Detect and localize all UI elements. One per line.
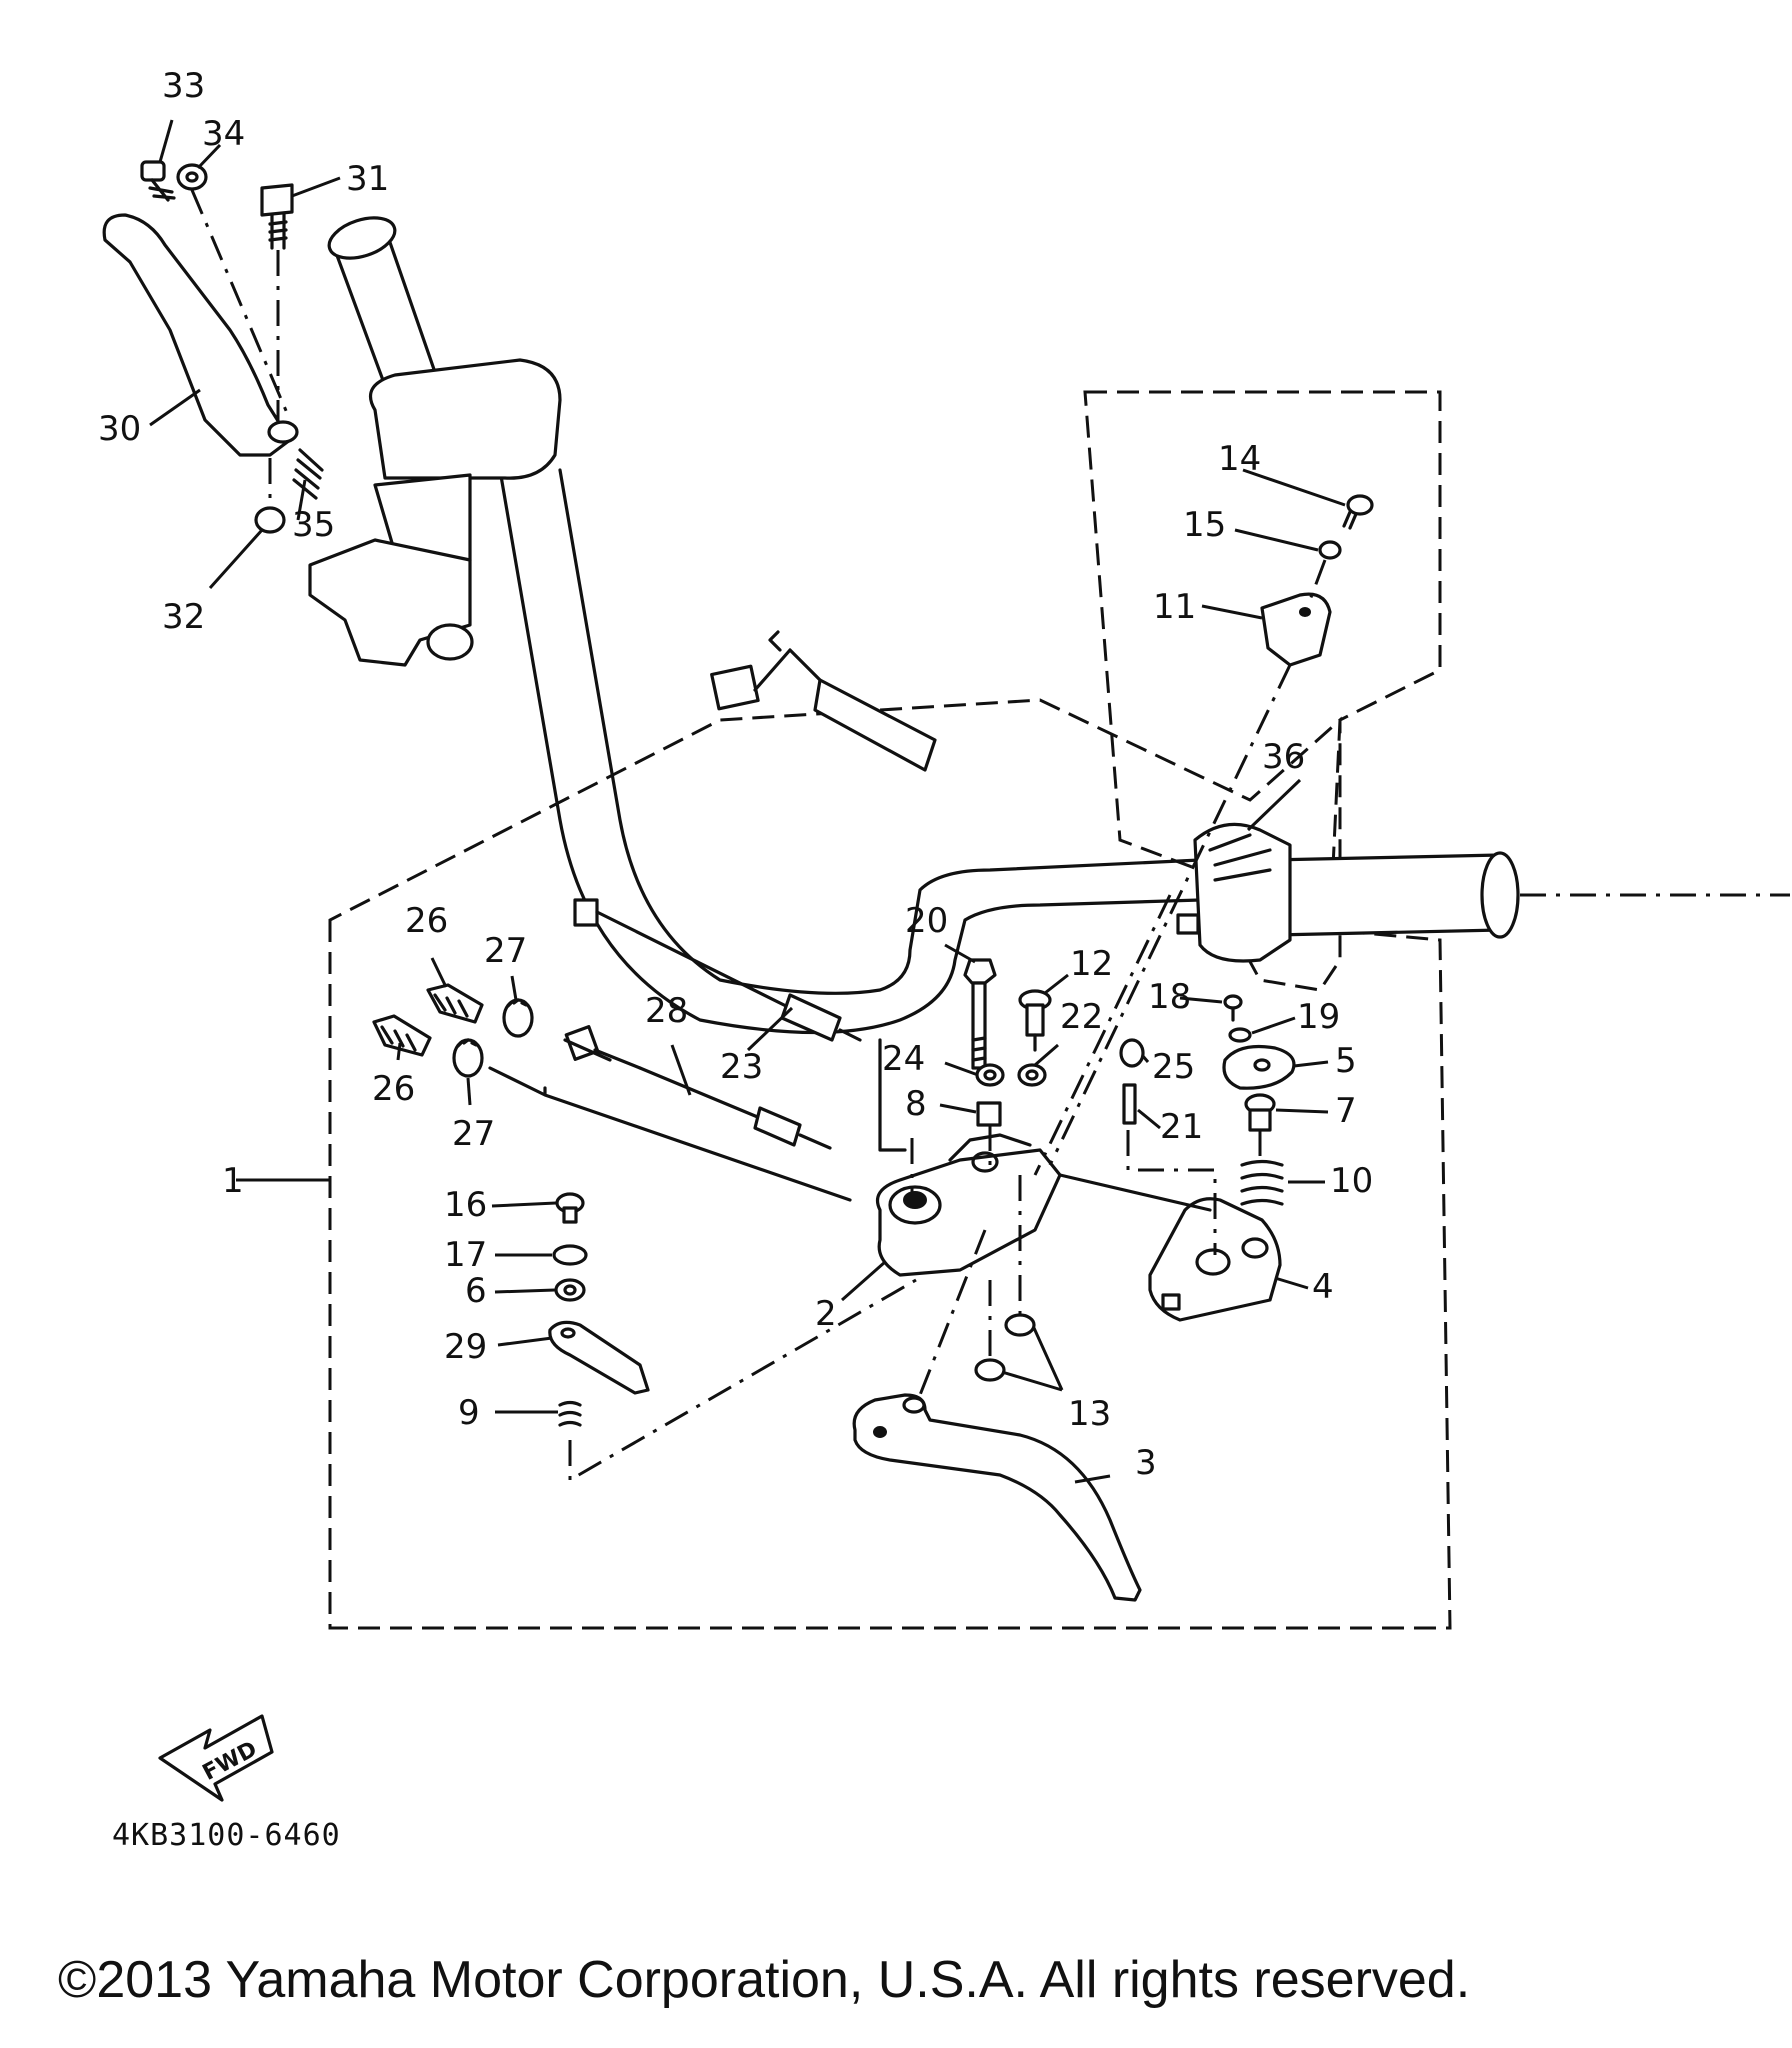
leader-21-4 <box>1126 1130 1217 1255</box>
callout-8: 8 <box>905 1084 927 1124</box>
right-grip <box>1268 851 1790 939</box>
brake-lever <box>852 1393 1142 1602</box>
cable-23 <box>573 898 862 1042</box>
leader-24-bracket <box>878 1038 907 1152</box>
spring-9 <box>558 1400 582 1427</box>
callout-18: 18 <box>1148 977 1191 1017</box>
washer-17 <box>552 1244 588 1266</box>
callout-23: 23 <box>720 1047 763 1087</box>
nut-13-lower <box>974 1358 1006 1382</box>
callout-17: 17 <box>444 1235 487 1275</box>
callout-10: 10 <box>1330 1161 1373 1201</box>
spring-35 <box>292 448 324 500</box>
switch-body-4 <box>1148 1197 1282 1322</box>
screw-16 <box>555 1192 585 1224</box>
adjuster-26-lower <box>372 1014 432 1057</box>
callout-13: 13 <box>1068 1394 1111 1434</box>
leader-9-bracket <box>568 1278 917 1483</box>
cap-25 <box>1119 1038 1145 1068</box>
screw-14 <box>1342 494 1374 530</box>
callout-19: 19 <box>1297 997 1340 1037</box>
callout-33: 33 <box>162 66 205 106</box>
callout-35: 35 <box>292 505 335 545</box>
washer-6 <box>554 1278 586 1302</box>
callout-36: 36 <box>1262 737 1305 777</box>
bolt-20 <box>963 958 997 1070</box>
left-lever <box>102 213 299 457</box>
adjuster-26-upper <box>426 983 484 1024</box>
assembly-box-1 <box>328 698 1452 1630</box>
callout-26-upper: 26 <box>405 901 448 941</box>
callout-3: 3 <box>1135 1443 1157 1483</box>
leader-11-bracket <box>1048 664 1292 1166</box>
callout-14: 14 <box>1218 439 1261 479</box>
diagram-part-code: 4KB3100-6460 <box>112 1818 341 1853</box>
leader-bracket-switch <box>1058 1173 1212 1212</box>
callout-29: 29 <box>444 1327 487 1367</box>
callout-20: 20 <box>905 901 948 941</box>
callout-22: 22 <box>1060 997 1103 1037</box>
callout-27-upper: 27 <box>484 931 527 971</box>
callout-2: 2 <box>815 1294 837 1334</box>
throttle-cable <box>710 630 937 772</box>
plunger-7 <box>1244 1093 1276 1160</box>
callout-6: 6 <box>465 1271 487 1311</box>
arm-29 <box>548 1320 650 1395</box>
assembly-box-switch <box>1083 390 1442 992</box>
washer-22 <box>1017 1063 1047 1087</box>
callout-30: 30 <box>98 409 141 449</box>
spring-10 <box>1240 1159 1284 1206</box>
callout-1: 1 <box>222 1161 244 1201</box>
callout-24: 24 <box>882 1039 925 1079</box>
copyright-notice: ©2013 Yamaha Motor Corporation, U.S.A. A… <box>58 1951 1471 2009</box>
nut-13-upper <box>1004 1313 1036 1337</box>
pin-21 <box>1122 1083 1137 1125</box>
leader-lever-bracket <box>918 1229 987 1396</box>
washer-19 <box>1228 1027 1252 1043</box>
lever-bracket <box>875 1133 1062 1277</box>
washer-15 <box>1318 540 1342 560</box>
ring-27-upper <box>502 998 534 1038</box>
callout-25: 25 <box>1152 1047 1195 1087</box>
screw-18 <box>1223 994 1243 1022</box>
callout-16: 16 <box>444 1185 487 1225</box>
callout-27-lower: 27 <box>452 1114 495 1154</box>
cable-leader-27 <box>488 1066 852 1202</box>
left-housing <box>308 358 562 667</box>
cable-28 <box>563 1025 832 1150</box>
callout-7: 7 <box>1335 1091 1357 1131</box>
handlebar-switch <box>1176 822 1292 963</box>
callout-9: 9 <box>458 1393 480 1433</box>
callout-12: 12 <box>1070 944 1113 984</box>
leader-15-11 <box>1308 559 1327 601</box>
ring-27-lower <box>452 1038 484 1078</box>
callout-21: 21 <box>1160 1107 1203 1147</box>
bolt-31 <box>260 183 294 250</box>
bracket-11 <box>1260 592 1332 667</box>
callout-28: 28 <box>645 991 688 1031</box>
nut-32 <box>254 458 286 534</box>
plate-5 <box>1222 1044 1296 1090</box>
leader-34 <box>190 189 292 421</box>
callout-4: 4 <box>1312 1267 1334 1307</box>
callout-31: 31 <box>346 159 389 199</box>
bolt-12 <box>1018 989 1052 1052</box>
callout-32: 32 <box>162 597 205 637</box>
callout-34: 34 <box>202 114 245 154</box>
callout-26-lower: 26 <box>372 1069 415 1109</box>
callout-5: 5 <box>1335 1041 1357 1081</box>
washer-24 <box>975 1063 1005 1087</box>
washer-34 <box>176 163 208 191</box>
collar-8 <box>976 1101 1002 1127</box>
bolt-33 <box>140 160 176 202</box>
callout-leaders <box>149 119 1346 1484</box>
callout-labels: 33 34 31 30 35 32 14 15 11 36 20 12 22 2… <box>98 66 1373 1483</box>
leader-36-bracket <box>1033 894 1172 1176</box>
fwd-arrow-icon: FWD <box>158 1714 274 1802</box>
callout-15: 15 <box>1183 505 1226 545</box>
callout-11: 11 <box>1153 587 1196 627</box>
